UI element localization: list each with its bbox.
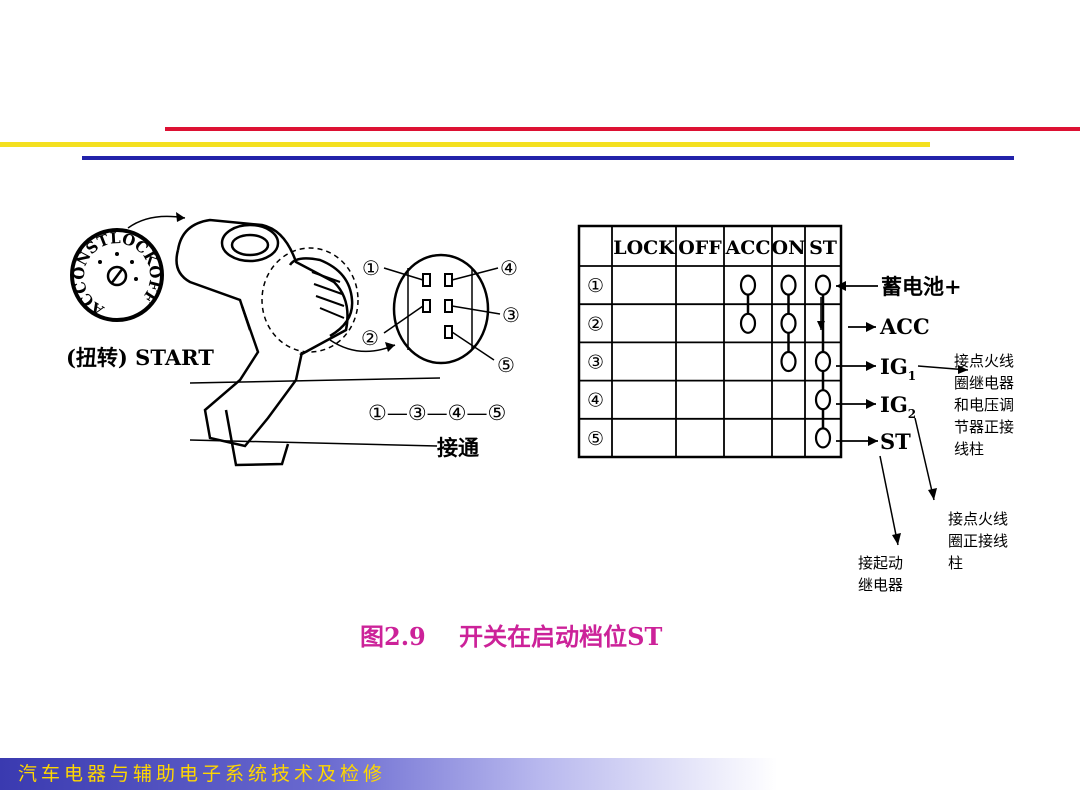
ig1-note-line-2: 圈继电器 <box>954 374 1014 392</box>
table-header-st: ST <box>809 237 837 259</box>
terminal-face <box>383 253 501 365</box>
pin-5 <box>444 325 453 339</box>
ig1-note-line-5: 线柱 <box>954 440 984 458</box>
connection-dot-st <box>814 350 832 373</box>
ig1-note-line-3: 和电压调 <box>954 396 1014 414</box>
key-dial-dots <box>98 252 138 281</box>
connector-highlight <box>261 247 359 353</box>
st-note-line-1: 接起动 <box>858 554 903 572</box>
terminal-face-outline <box>392 253 490 365</box>
ig2-note-leader <box>914 417 935 501</box>
key-dial-slot <box>110 267 124 285</box>
connection-dot-st <box>814 389 832 411</box>
connection-dot-st <box>814 427 832 449</box>
switch-top-port <box>220 223 280 263</box>
connection-chain: ①—③—④—⑤ <box>368 401 506 425</box>
key-dial: ACCONSTLOCKOFF <box>70 228 164 322</box>
ig2-note-line-3: 柱 <box>948 554 963 572</box>
table-row-label: ④ <box>587 390 604 412</box>
st-arrow-head <box>868 436 878 446</box>
acc-label: ACC <box>879 314 930 339</box>
ig1-arrow-head <box>866 361 876 371</box>
table-header-acc: ACC <box>725 237 771 259</box>
st-note-line-2: 继电器 <box>858 576 903 594</box>
connection-dot-acc <box>739 274 757 296</box>
pin-2 <box>422 299 431 313</box>
rotation-arrow-head <box>176 212 185 222</box>
pin-leaders <box>383 267 501 361</box>
connection-dot-acc <box>739 312 757 334</box>
output-wiring <box>817 281 969 546</box>
footer-bar <box>0 758 1080 790</box>
st-note-leader <box>879 455 899 546</box>
figure-caption: 图2.9 开关在启动档位ST <box>360 622 663 651</box>
pin-4 <box>444 273 453 287</box>
illustration-labels: ① ② ③ ④ ⑤ (扭转) START ①—③—④—⑤ 接通 <box>66 256 520 460</box>
pin-3 <box>444 299 453 313</box>
ig2-label: IG2 <box>880 392 916 421</box>
connection-dot-on <box>780 350 797 373</box>
table-row-label: ② <box>587 313 604 335</box>
acc-arrow-head <box>866 322 876 332</box>
header-lines <box>0 127 1080 160</box>
rotation-arrow <box>127 215 186 229</box>
terminal-label-3: ③ <box>502 303 520 327</box>
ig2-arrow-head <box>866 399 876 409</box>
terminal-label-1: ① <box>362 256 380 280</box>
ig2-note-line-1: 接点火线 <box>948 510 1008 528</box>
switch-body <box>175 218 441 467</box>
table-row-label: ③ <box>587 352 604 374</box>
header-line-blue <box>82 156 1014 160</box>
ig1-label: IG1 <box>880 354 916 383</box>
connection-dot-on <box>780 312 797 334</box>
table-header-on: ON <box>772 237 806 259</box>
switch-connector-pins <box>311 271 345 319</box>
connection-dot-on <box>780 274 797 296</box>
st-label: ST <box>880 429 911 454</box>
table-header-off: OFF <box>678 237 722 259</box>
header-line-red <box>165 127 1080 131</box>
terminal-label-2: ② <box>361 326 379 350</box>
st-vertical-arrow <box>817 321 825 330</box>
connection-label: 接通 <box>437 435 479 460</box>
terminal-label-5: ⑤ <box>497 353 515 377</box>
key-dial-face <box>70 228 164 322</box>
footer-title: 汽车电器与辅助电子系统技术及检修 <box>18 763 387 785</box>
table-row-label: ⑤ <box>587 428 604 450</box>
pin-1 <box>422 273 431 287</box>
table-header-lock: LOCK <box>613 237 676 259</box>
ig2-note-line-2: 圈正接线 <box>948 532 1008 550</box>
notes: 接点火线 圈继电器 和电压调 节器正接 线柱 接点火线 圈正接线 柱 接起动 继… <box>858 352 1014 594</box>
table-row-label: ① <box>587 275 604 297</box>
header-line-yellow <box>0 142 930 147</box>
terminal-label-4: ④ <box>500 256 518 280</box>
ig1-note-line-4: 节器正接 <box>954 418 1014 436</box>
start-label: (扭转) START <box>66 345 214 370</box>
output-labels: 蓄电池+ ACC IG1 IG2 ST <box>879 274 962 454</box>
ig1-note-line-1: 接点火线 <box>954 352 1014 370</box>
battery-arrow-head <box>836 281 846 291</box>
key-dial-hub <box>106 265 128 287</box>
connection-dot-st <box>814 274 832 296</box>
switch-illustration: ACCONSTLOCKOFF <box>70 212 501 467</box>
magnify-arrow-head <box>385 342 395 352</box>
battery-label: 蓄电池+ <box>881 274 962 299</box>
